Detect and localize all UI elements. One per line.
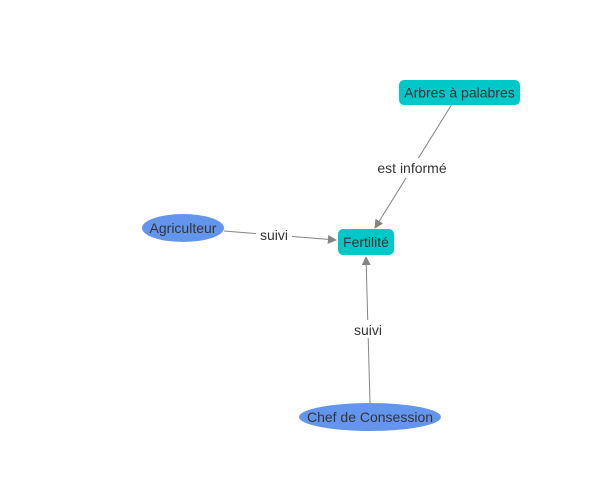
edges (223, 103, 453, 404)
edge-label-bg (375, 158, 449, 178)
node-label: Chef de Consession (307, 409, 433, 425)
edge-label-est-informe: est informé (377, 160, 446, 176)
node-arbres-a-palabres[interactable]: Arbres à palabres (399, 80, 520, 105)
edge-label-suivi-chef: suivi (354, 322, 382, 338)
edge-label-bg (351, 320, 385, 338)
node-label: Agriculteur (150, 220, 217, 236)
edge-label-suivi-agriculteur: suivi (260, 227, 288, 243)
node-chef-de-consession[interactable]: Chef de Consession (299, 403, 441, 431)
node-label: Fertilité (343, 234, 389, 250)
node-agriculteur[interactable]: Agriculteur (142, 214, 224, 242)
node-box[interactable] (399, 80, 520, 105)
edge-label-bg (256, 226, 292, 244)
node-label: Arbres à palabres (404, 85, 515, 101)
node-ellipse[interactable] (142, 214, 224, 242)
node-box[interactable] (338, 229, 394, 255)
node-fertilite[interactable]: Fertilité (338, 229, 394, 255)
node-ellipse[interactable] (299, 403, 441, 431)
edge-labels: est informé suivi suivi (256, 158, 449, 338)
